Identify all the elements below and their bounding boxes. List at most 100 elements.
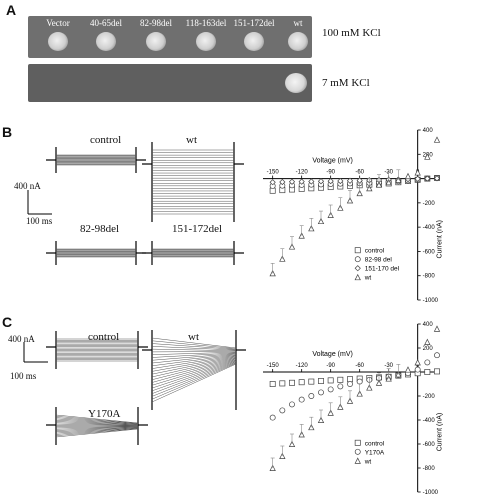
y-tick-label: -1000 bbox=[423, 298, 439, 304]
strain-label: wt bbox=[293, 18, 303, 28]
trace-y170a-c bbox=[46, 407, 148, 445]
colony-100mm bbox=[146, 32, 166, 51]
y-tick-label: 400 bbox=[423, 322, 434, 328]
data-point bbox=[354, 256, 361, 263]
current-trace-line bbox=[55, 426, 139, 430]
data-point bbox=[308, 378, 315, 385]
current-trace-line bbox=[55, 427, 139, 433]
current-trace-line bbox=[55, 428, 139, 436]
data-point bbox=[356, 390, 363, 397]
data-point bbox=[327, 178, 334, 185]
data-point bbox=[385, 375, 392, 382]
current-trace-line bbox=[151, 353, 237, 361]
y-tick-label: -800 bbox=[423, 466, 436, 472]
current-trace-line bbox=[151, 354, 237, 364]
legend-entry: control bbox=[365, 248, 385, 255]
label-y170a-c: Y170A bbox=[88, 408, 121, 420]
label-control-b: control bbox=[90, 134, 122, 146]
current-trace-line bbox=[151, 362, 237, 397]
data-point bbox=[308, 423, 315, 431]
x-tick-label: -120 bbox=[296, 363, 309, 369]
y-tick-label: 400 bbox=[423, 128, 434, 134]
x-tick-label: -150 bbox=[267, 363, 280, 369]
scale-current-c: 400 nA bbox=[8, 334, 35, 344]
data-point bbox=[433, 136, 441, 143]
scale-time-b: 100 ms bbox=[26, 216, 53, 226]
current-trace-line bbox=[151, 355, 237, 369]
y-tick-label: 200 bbox=[423, 346, 434, 352]
current-trace-line bbox=[151, 354, 237, 367]
x-tick-label: 0 bbox=[416, 363, 420, 369]
data-point bbox=[308, 178, 315, 185]
trace-151-172del-b bbox=[142, 241, 244, 265]
current-trace-line bbox=[55, 422, 139, 426]
data-point bbox=[337, 204, 344, 211]
trace-control-b bbox=[46, 147, 146, 173]
trace-wt-c bbox=[142, 330, 246, 410]
plate-7mm-kcl bbox=[28, 64, 312, 102]
scale-current-b: 400 nA bbox=[14, 181, 41, 191]
data-point bbox=[279, 178, 286, 186]
x-tick-label: -30 bbox=[384, 363, 393, 369]
data-point bbox=[337, 376, 344, 383]
legend-entry: 151-170 del bbox=[365, 266, 400, 273]
y-axis-label: Current (nA) bbox=[437, 413, 444, 452]
data-point bbox=[366, 384, 373, 391]
trace-wt-b bbox=[142, 142, 244, 222]
current-trace-line bbox=[151, 352, 237, 358]
current-trace-line bbox=[151, 363, 237, 400]
colony-100mm bbox=[196, 32, 216, 51]
data-point bbox=[404, 172, 412, 180]
colony-100mm bbox=[244, 32, 264, 51]
trace-control-c bbox=[46, 331, 148, 369]
current-trace-line bbox=[151, 363, 237, 403]
current-trace-line bbox=[55, 414, 139, 424]
x-tick-label: -30 bbox=[384, 170, 393, 176]
data-point bbox=[337, 383, 344, 390]
series-wt bbox=[269, 136, 441, 277]
panel-a-letter: A bbox=[6, 2, 17, 18]
panel-c-letter: C bbox=[2, 314, 13, 330]
data-point bbox=[434, 368, 440, 375]
strain-label: 151-172del bbox=[233, 18, 275, 28]
panel-b-traces bbox=[27, 142, 244, 265]
current-trace-line bbox=[151, 358, 237, 380]
current-trace-line bbox=[55, 421, 139, 426]
current-trace-line bbox=[55, 416, 139, 424]
panel-b-letter: B bbox=[2, 124, 13, 140]
data-point bbox=[269, 381, 276, 387]
y-tick-label: -600 bbox=[423, 442, 436, 448]
legend-entry: wt bbox=[364, 458, 372, 465]
data-point bbox=[354, 439, 361, 446]
series-151-170-del bbox=[269, 175, 441, 186]
current-trace-line bbox=[151, 357, 237, 378]
series-82-98-del bbox=[269, 175, 440, 189]
condition-7mm-label: 7 mM KCl bbox=[322, 77, 370, 89]
data-point bbox=[327, 386, 334, 393]
data-point bbox=[354, 457, 361, 464]
y-tick-label: -600 bbox=[423, 249, 436, 255]
current-trace-line bbox=[151, 359, 237, 386]
data-point bbox=[298, 396, 305, 403]
data-point bbox=[318, 378, 324, 384]
data-point bbox=[337, 177, 344, 185]
data-point bbox=[327, 377, 334, 384]
current-trace-line bbox=[151, 356, 237, 375]
x-tick-label: -90 bbox=[326, 170, 335, 176]
data-point bbox=[279, 407, 286, 414]
iv-chart-b: -150-120-90-60-300400200-200-400-600-800… bbox=[263, 128, 444, 304]
current-trace-line bbox=[55, 423, 139, 426]
label-control-c: control bbox=[88, 331, 120, 343]
data-point bbox=[433, 325, 441, 332]
colony-100mm bbox=[288, 32, 308, 51]
data-point bbox=[289, 401, 295, 408]
x-axis-label: Voltage (mV) bbox=[312, 158, 352, 165]
current-trace-line bbox=[151, 343, 237, 350]
data-point bbox=[279, 380, 286, 387]
current-trace-line bbox=[151, 361, 237, 394]
legend-entry: wt bbox=[364, 275, 372, 282]
strain-label: 40-65del bbox=[90, 18, 122, 28]
y-axis-label: Current (nA) bbox=[437, 220, 444, 259]
